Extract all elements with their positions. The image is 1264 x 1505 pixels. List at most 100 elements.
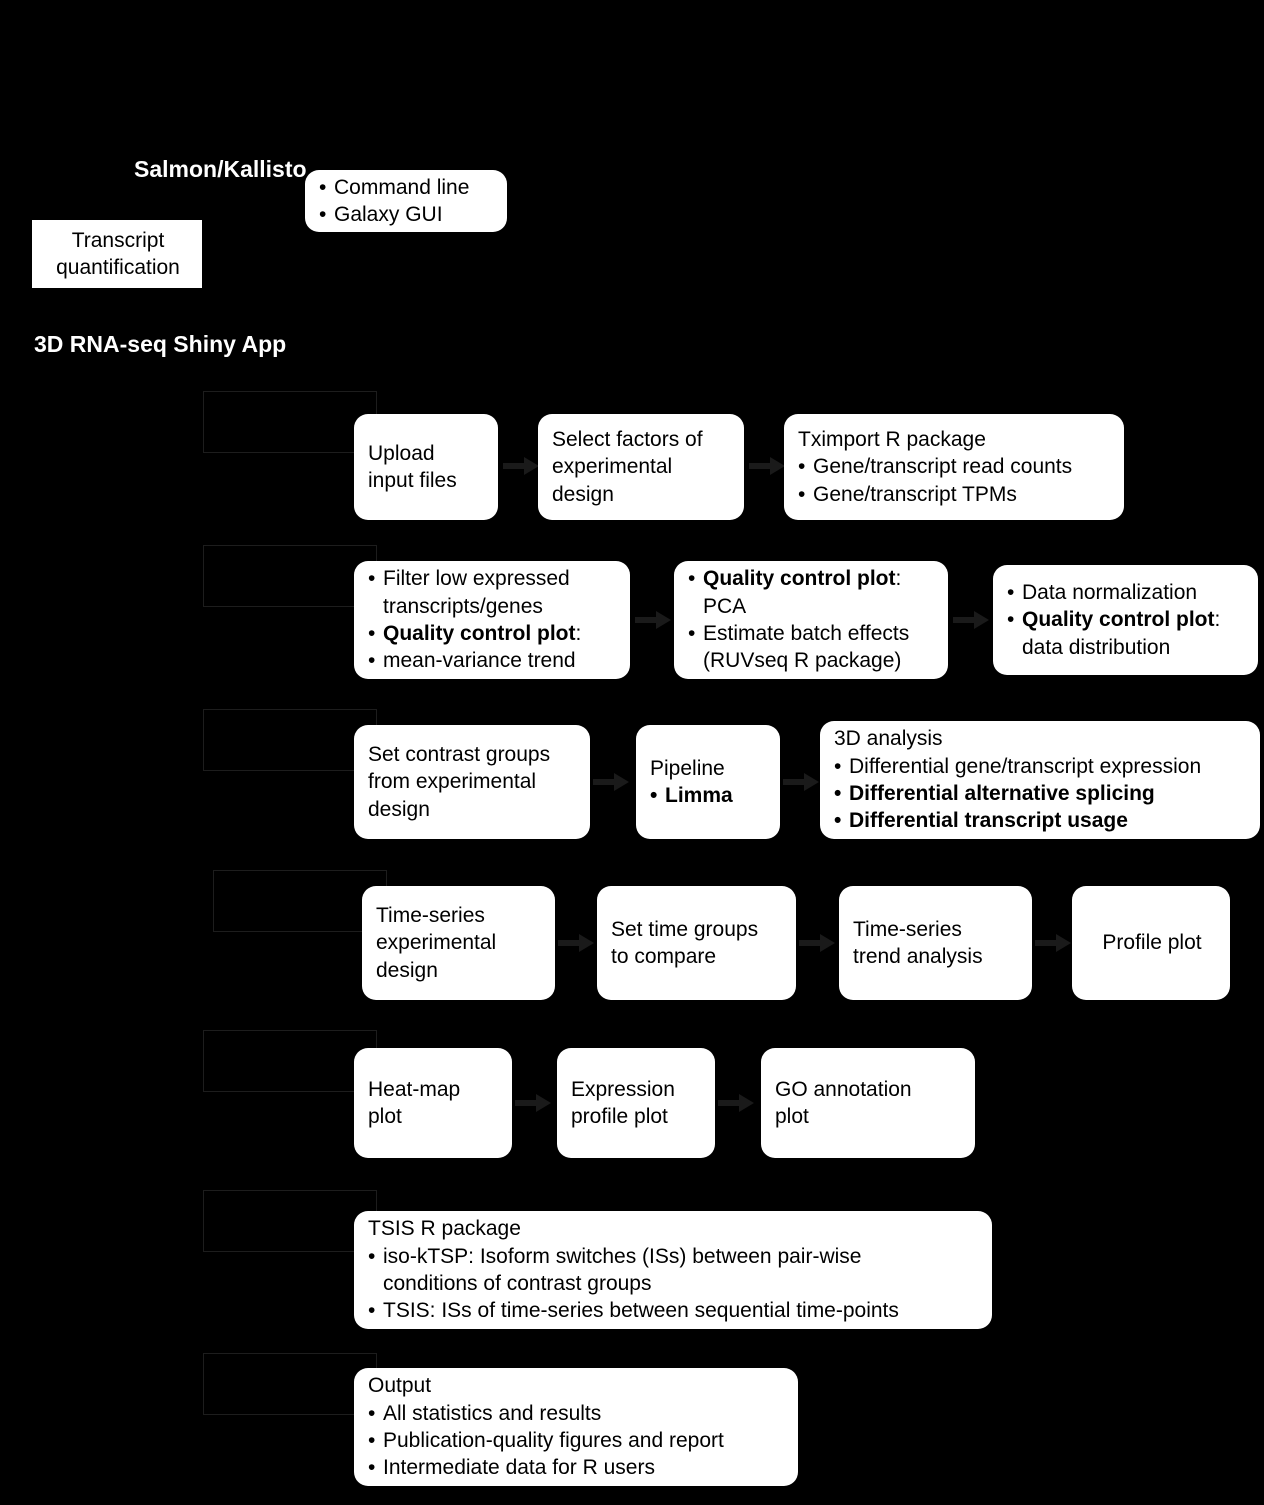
node-bullet: Filter low expressed [368, 565, 618, 593]
node-expression-profile-plot: Expression profile plot [557, 1048, 715, 1158]
arrow-heatmap-to-expression [515, 1092, 551, 1114]
node-bullet: Gene/transcript TPMs [798, 481, 1112, 509]
node-line: input files [368, 469, 457, 492]
arrow-qc-to-normalization [953, 609, 989, 631]
arrow-pipeline-to-3d [783, 771, 819, 793]
node-bullet-bold: Differential transcript usage [834, 807, 1248, 835]
arrow-timegroups-to-trend [799, 932, 835, 954]
node-cont: conditions of contrast groups [383, 1272, 652, 1295]
arrow-filter-to-qc [635, 609, 671, 631]
node-trend-analysis: Time-series trend analysis [839, 886, 1032, 1000]
rail-box-3 [203, 709, 377, 771]
node-bullet: Intermediate data for R users [368, 1454, 786, 1482]
node-line: Pipeline [650, 756, 725, 780]
node-line: 3D analysis [834, 727, 943, 751]
node-tximport: Tximport R package Gene/transcript read … [784, 414, 1124, 520]
node-time-series-design: Time-series experimental design [362, 886, 555, 1000]
node-line: from experimental [368, 770, 537, 794]
node-line: Upload [368, 441, 435, 465]
node-cont: (RUVseq R package) [703, 649, 902, 673]
arrow-select-to-tximport [749, 455, 785, 477]
node-bullet: Differential gene/transcript expression [834, 753, 1248, 781]
node-data-normalization: Data normalization Quality control plot:… [993, 565, 1258, 675]
node-bullet: TSIS: ISs of time-series between sequent… [368, 1297, 980, 1325]
node-set-time-groups: Set time groups to compare [597, 886, 796, 1000]
node-go-annotation-plot: GO annotation plot [761, 1048, 975, 1158]
interface-galaxy-gui: Galaxy GUI [319, 201, 495, 229]
node-bullet-bold: Quality control plot: [368, 620, 618, 648]
node-tsis-r-package: TSIS R package iso-kTSP: Isoform switche… [354, 1211, 992, 1329]
node-line: design [552, 482, 614, 506]
node-line: Profile plot [1102, 931, 1202, 955]
transcript-quantification-line-1: Transcript [71, 228, 165, 252]
node-profile-plot: Profile plot [1072, 886, 1230, 1000]
node-3d-analysis: 3D analysis Differential gene/transcript… [820, 721, 1260, 839]
shiny-app-heading: 3D RNA-seq Shiny App [34, 331, 287, 357]
node-bullet: Estimate batch effects [688, 620, 936, 648]
node-bullet-bold: Limma [650, 782, 768, 810]
node-bullet: Publication-quality figures and report [368, 1427, 786, 1455]
node-line: Time-series [853, 917, 962, 941]
node-bullet: mean-variance trend [368, 647, 618, 675]
arrow-design-to-timegroups [558, 932, 594, 954]
node-bullet: Gene/transcript read counts [798, 453, 1112, 481]
node-line: Set time groups [611, 917, 759, 941]
node-line: Select factors of [552, 428, 703, 452]
node-select-factors: Select factors of experimental design [538, 414, 744, 520]
transcript-quantification-line-2: quantification [56, 256, 180, 279]
node-bullet: All statistics and results [368, 1400, 786, 1428]
node-bullet-bold: Quality control plot: [688, 565, 936, 593]
node-line: experimental [552, 455, 673, 479]
node-bullet-bold: Differential alternative splicing [834, 780, 1248, 808]
rail-box-7 [203, 1353, 377, 1415]
node-cont: data distribution [1022, 635, 1171, 659]
transcript-quantification-box: Transcript quantification [32, 220, 202, 288]
interface-command-line: Command line [319, 174, 495, 202]
node-line: to compare [611, 945, 717, 968]
arrow-upload-to-select [503, 455, 539, 477]
node-line: Set contrast groups [368, 743, 551, 767]
node-line: Expression [571, 1077, 675, 1101]
rail-box-4 [213, 870, 387, 932]
node-line: design [376, 958, 438, 982]
node-bullet-bold-text: Quality control plot [1022, 608, 1215, 632]
node-line: Heat-map [368, 1077, 461, 1101]
node-set-contrast-groups: Set contrast groups from experimental de… [354, 725, 590, 839]
node-line: GO annotation [775, 1077, 912, 1101]
node-line: experimental [376, 931, 497, 955]
interfaces-box: Command line Galaxy GUI [305, 170, 507, 232]
node-line: Time-series [376, 904, 485, 928]
node-heat-map-plot: Heat-map plot [354, 1048, 512, 1158]
node-pipeline-limma: Pipeline Limma [636, 725, 780, 839]
node-line: Tximport R package [798, 428, 986, 452]
node-line: profile plot [571, 1105, 668, 1128]
node-bullet-bold: Quality control plot: [1007, 606, 1246, 634]
node-cont: transcripts/genes [383, 594, 543, 618]
node-qc-pca-batch: Quality control plot: PCA Estimate batch… [674, 561, 948, 679]
node-output: Output All statistics and results Public… [354, 1368, 798, 1486]
rail-box-5 [203, 1030, 377, 1092]
node-bullet-suffix: : [895, 567, 902, 591]
rail-box-1 [203, 391, 377, 453]
rail-box-6 [203, 1190, 377, 1252]
node-line: design [368, 797, 430, 821]
node-bullet-suffix: : [575, 622, 582, 645]
node-line: TSIS R package [368, 1217, 521, 1241]
arrow-contrast-to-pipeline [593, 771, 629, 793]
salmon-kallisto-heading: Salmon/Kallisto [134, 156, 307, 182]
node-line: Output [368, 1374, 432, 1398]
node-bullet-bold-text: Quality control plot [383, 622, 576, 645]
node-line: plot [368, 1105, 402, 1128]
node-line: trend analysis [853, 945, 983, 968]
rail-box-2 [203, 545, 377, 607]
node-upload-input-files: Upload input files [354, 414, 498, 520]
node-bullet-suffix: : [1214, 608, 1221, 632]
node-bullet: iso-kTSP: Isoform switches (ISs) between… [368, 1243, 980, 1271]
node-bullet-bold-text: Quality control plot [703, 567, 896, 591]
node-line: plot [775, 1105, 809, 1128]
node-cont: PCA [703, 594, 747, 618]
arrow-trend-to-profile [1035, 932, 1071, 954]
arrow-expression-to-go [718, 1092, 754, 1114]
node-bullet: Data normalization [1007, 579, 1246, 607]
